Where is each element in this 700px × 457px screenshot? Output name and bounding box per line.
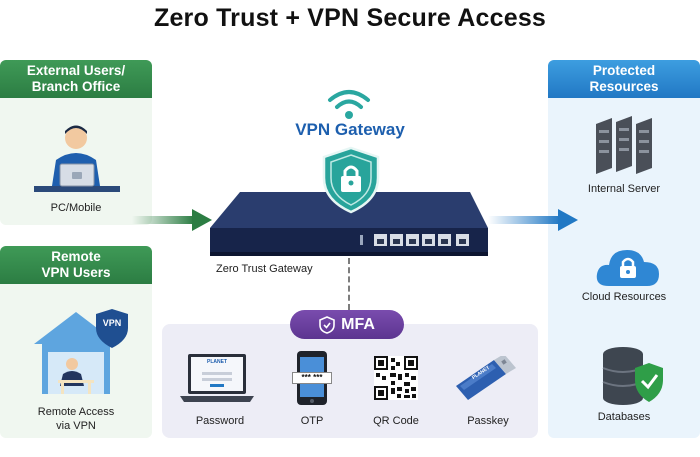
password-label: Password bbox=[195, 415, 245, 427]
remote-access-label: Remote Access via VPN bbox=[37, 406, 115, 432]
mfa-shield-icon bbox=[319, 315, 335, 334]
qr-code-label: QR Code bbox=[373, 415, 419, 427]
mfa-label: MFA bbox=[341, 315, 375, 333]
otp-code: *** *** bbox=[292, 372, 332, 384]
diagram-title: Zero Trust + VPN Secure Access bbox=[153, 4, 547, 32]
outbound-arrow bbox=[488, 209, 578, 231]
inbound-arrow bbox=[132, 209, 212, 231]
home-vpn-icon bbox=[34, 309, 128, 394]
wifi-icon bbox=[328, 90, 370, 119]
zero-trust-gateway-label: Zero Trust Gateway bbox=[216, 263, 313, 275]
server-rack-icon bbox=[596, 116, 652, 174]
laptop-screen-brand: PLANET bbox=[207, 359, 227, 365]
gateway-mfa-connector bbox=[348, 258, 350, 310]
vpn-badge: VPN bbox=[102, 318, 122, 328]
passkey-label: Passkey bbox=[467, 415, 509, 427]
database-shield-icon bbox=[602, 347, 663, 405]
cloud-resources-label: Cloud Resources bbox=[581, 291, 667, 303]
qr-code-icon bbox=[374, 356, 418, 400]
vpn-gateway-title: VPN Gateway bbox=[295, 120, 405, 139]
mfa-pill: MFA bbox=[290, 310, 404, 339]
usb-key-icon bbox=[456, 356, 516, 400]
external-users-header: External Users/ Branch Office bbox=[0, 60, 152, 98]
internal-server-label: Internal Server bbox=[587, 183, 661, 195]
cloud-lock-icon bbox=[596, 250, 659, 286]
pc-mobile-label: PC/Mobile bbox=[50, 202, 102, 214]
pc-user-icon bbox=[34, 125, 120, 192]
laptop-login-icon bbox=[180, 354, 254, 402]
shield-lock-icon bbox=[322, 146, 380, 214]
otp-label: OTP bbox=[300, 415, 324, 427]
remote-users-header: Remote VPN Users bbox=[0, 246, 152, 284]
databases-label: Databases bbox=[597, 411, 651, 423]
protected-resources-header: Protected Resources bbox=[548, 60, 700, 98]
